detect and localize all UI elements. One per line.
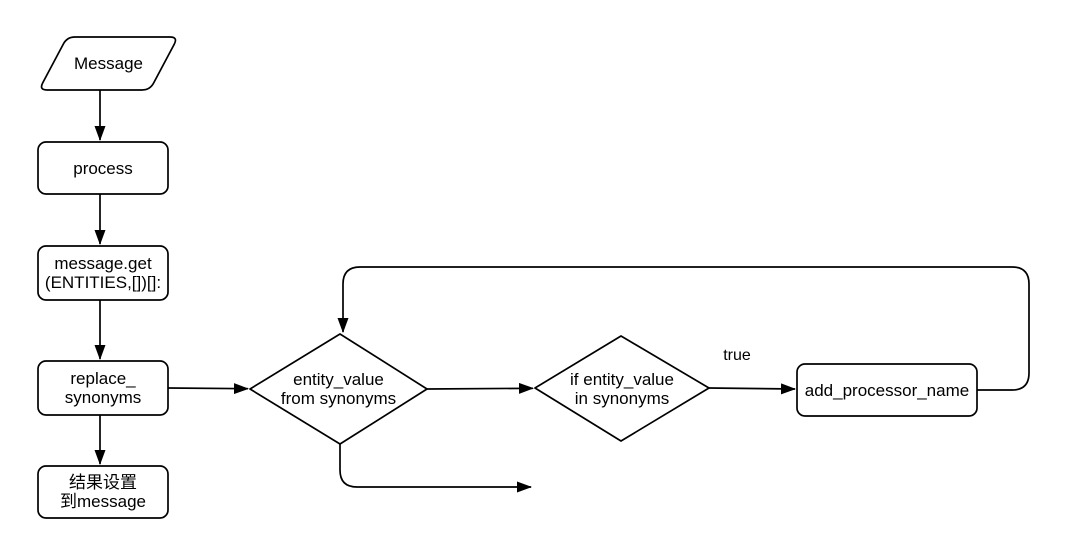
edge-replace-synonyms-to-entity-value-diamond: [167, 383, 249, 395]
node-message-parallelogram: [40, 36, 177, 91]
node-result-to-message-rect: [37, 465, 169, 519]
node-add-processor-name-rect: [796, 363, 978, 417]
node-replace-synonyms-rect: [37, 360, 169, 416]
edge-if-diamond-to-add-processor-name: [708, 383, 796, 395]
node-if-entity-value-in-synonyms-diamond: [534, 335, 710, 442]
edge-entity-value-diamond-bottom-exit: [339, 444, 532, 493]
node-message-get-rect: [37, 245, 169, 301]
node-process-rect: [37, 141, 169, 195]
edge-add-processor-name-loop-back: [337, 266, 1030, 391]
edge-entity-value-diamond-to-if-diamond: [426, 382, 534, 394]
node-entity-value-from-synonyms-diamond: [249, 333, 428, 445]
